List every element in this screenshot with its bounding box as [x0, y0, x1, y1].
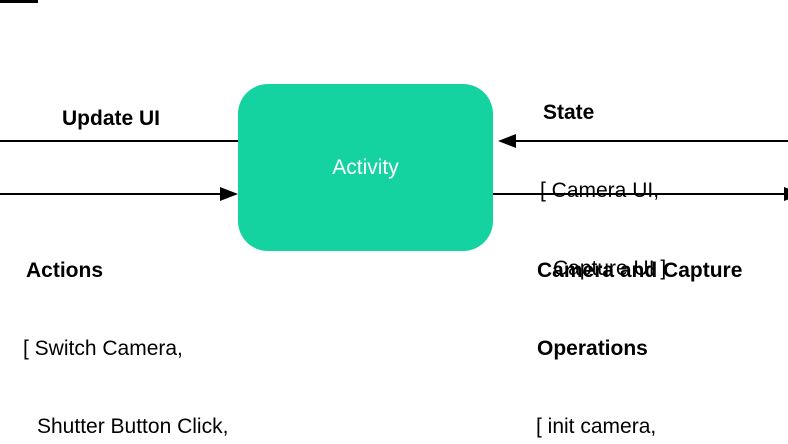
state-label-block: State [ Camera UI, Capture UI ]	[540, 48, 666, 334]
camera-ops-title-line: Operations	[537, 337, 648, 360]
actions-list-item: [ Switch Camera,	[23, 337, 183, 360]
state-title: State	[543, 101, 595, 124]
activity-node-label: Activity	[332, 155, 399, 179]
camera-ops-title-line: Camera and Capture	[537, 259, 743, 282]
camera-ops-arrowhead-icon	[784, 187, 788, 201]
activity-node: Activity	[238, 84, 493, 251]
state-arrow	[498, 134, 788, 148]
cropped-rule-fragment	[0, 0, 38, 3]
state-list-item: Capture UI ]	[553, 257, 667, 280]
camera-ops-arrow	[493, 187, 788, 201]
camera-ops-list-item: [ init camera,	[536, 415, 657, 438]
update-ui-label: Update UI	[62, 107, 161, 130]
state-list-item: [ Camera UI,	[540, 179, 660, 202]
actions-arrowhead-icon	[220, 187, 238, 201]
camera-ops-label-block: Camera and Capture Operations [ init cam…	[536, 206, 742, 444]
actions-arrow	[0, 187, 238, 201]
actions-label-block: Actions [ Switch Camera, Shutter Button …	[23, 206, 280, 444]
state-arrowhead-icon	[498, 134, 516, 148]
actions-list-item: Shutter Button Click,	[37, 415, 229, 438]
actions-title: Actions	[26, 259, 104, 282]
